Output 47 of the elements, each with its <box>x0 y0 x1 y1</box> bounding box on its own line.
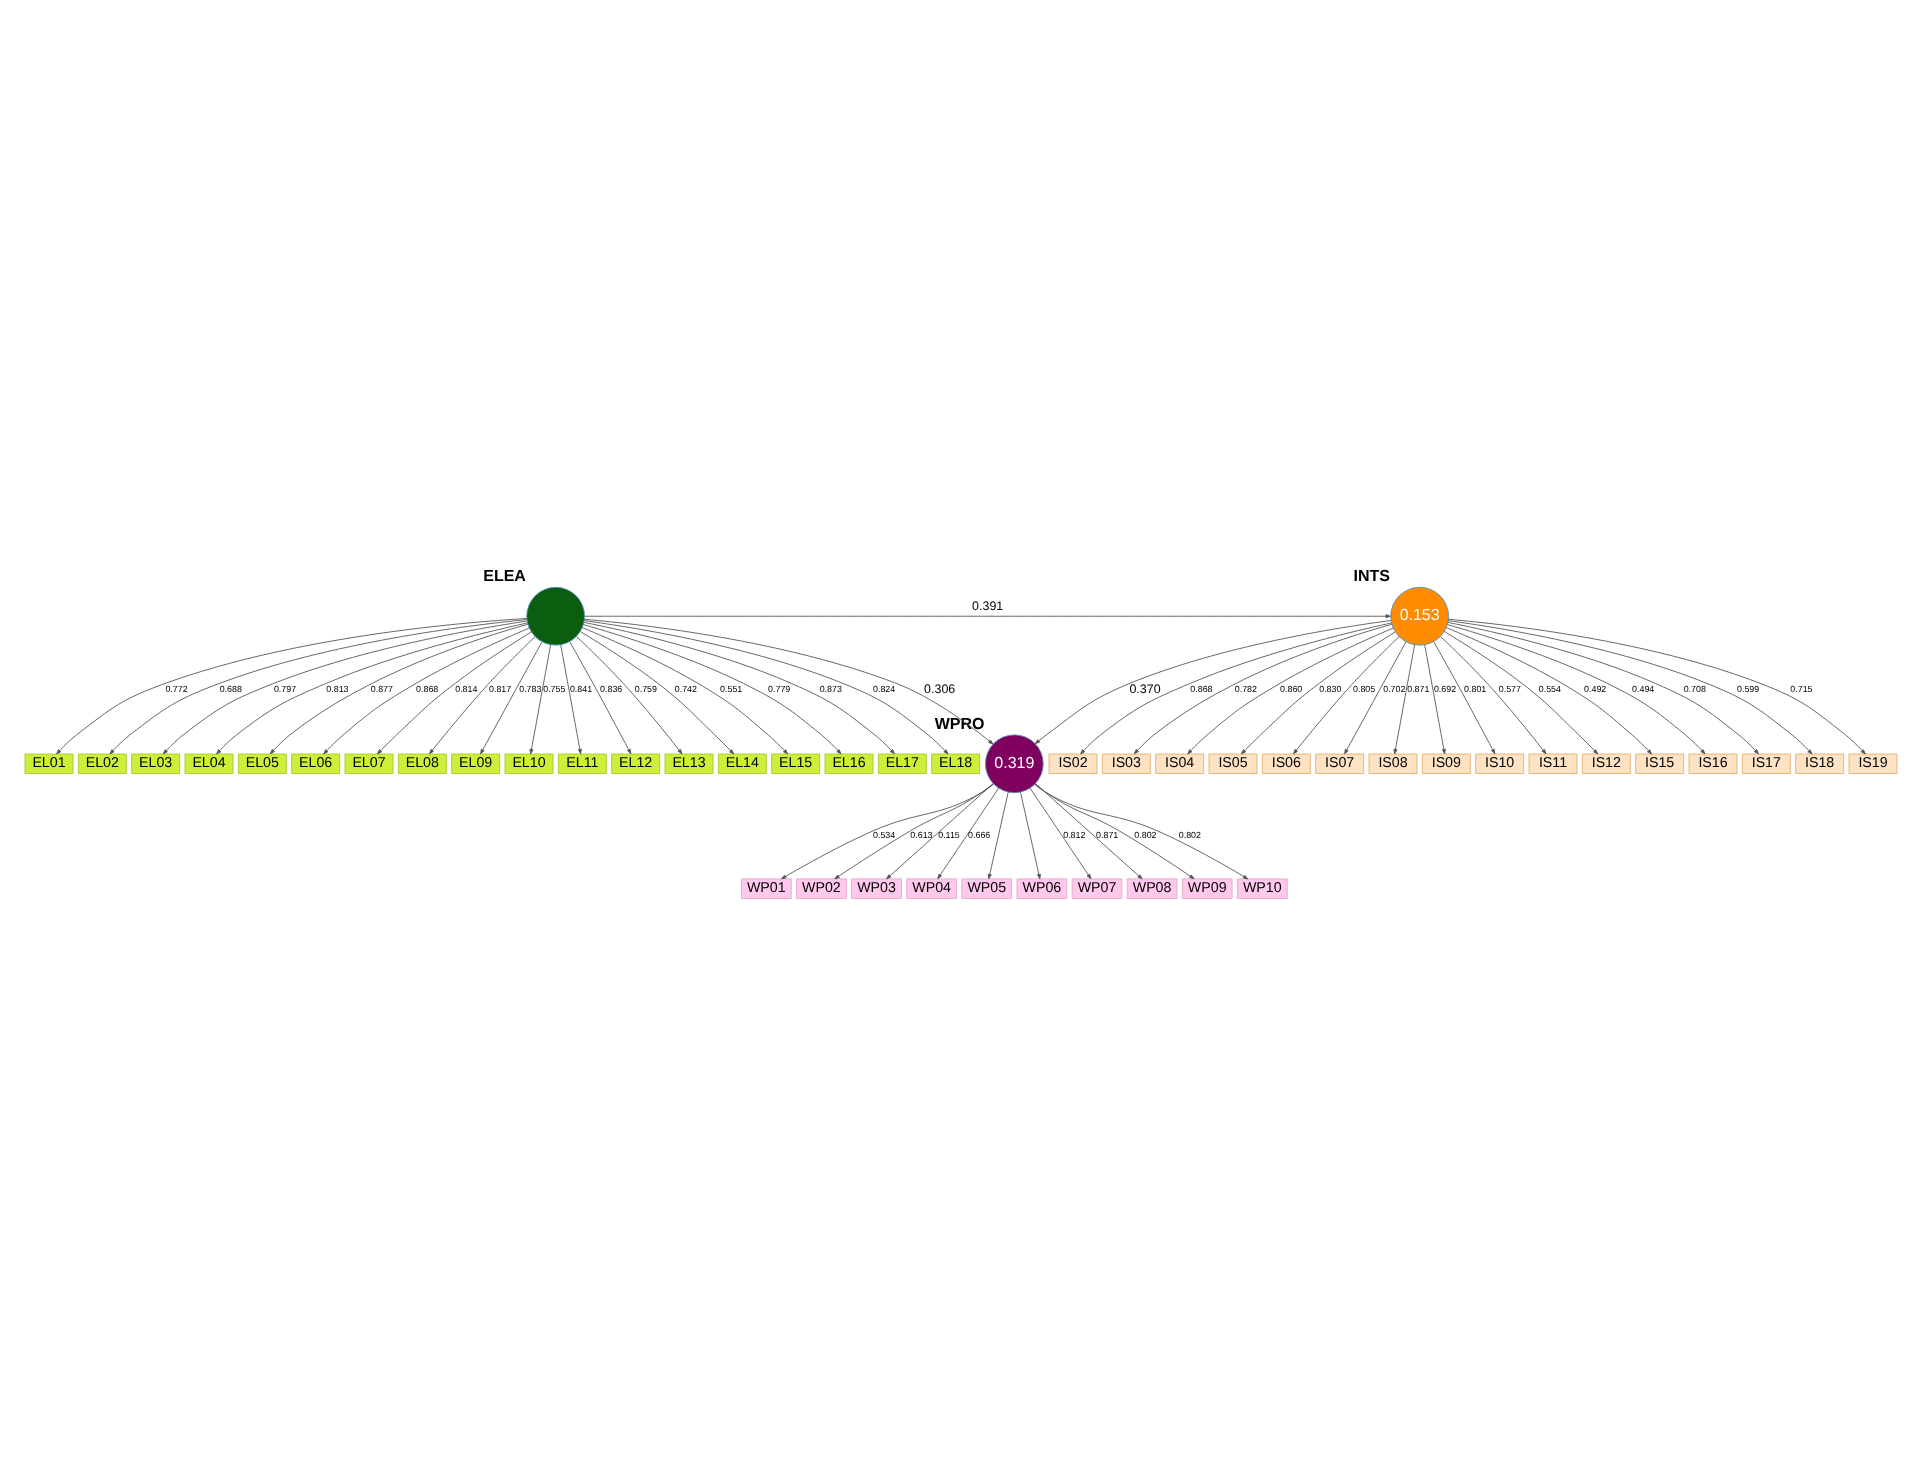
arrow <box>937 786 1000 879</box>
arrow <box>1187 626 1394 754</box>
arrow <box>583 623 842 754</box>
arrow <box>1433 640 1496 754</box>
arrow <box>1034 619 1392 744</box>
node-label: ELEA <box>483 566 526 585</box>
arrow <box>583 621 895 754</box>
arrow <box>377 630 532 754</box>
arrow <box>1241 630 1396 754</box>
arrow <box>1393 643 1416 754</box>
arrow <box>216 621 528 754</box>
arrow <box>584 613 1391 618</box>
arrow <box>269 622 529 754</box>
arrow <box>583 617 994 744</box>
arrow <box>1344 640 1407 754</box>
arrow <box>1445 626 1652 754</box>
arrow <box>581 626 788 754</box>
arrow <box>1035 782 1143 879</box>
arrow <box>1424 643 1446 754</box>
node-label: WPRO <box>934 714 985 733</box>
arrow <box>1029 786 1092 879</box>
arrow <box>781 782 995 879</box>
arrow <box>1080 621 1392 754</box>
node-circle <box>526 585 585 645</box>
arrow <box>1034 782 1195 879</box>
arrow <box>834 782 994 879</box>
arrow <box>1447 623 1706 754</box>
arrow <box>1133 622 1393 754</box>
arrow <box>576 635 683 754</box>
arrow <box>1443 630 1599 754</box>
node-label: INTS <box>1353 566 1390 585</box>
arrow <box>529 643 552 754</box>
arrow <box>987 790 1009 879</box>
arrow <box>429 635 536 754</box>
arrow <box>1034 783 1249 879</box>
arrow <box>569 640 632 754</box>
arrow <box>480 640 543 754</box>
arrow <box>560 643 582 754</box>
arrow <box>1020 790 1041 879</box>
arrow <box>583 619 949 754</box>
arrow <box>1293 635 1400 754</box>
arrow <box>323 626 530 754</box>
arrow <box>1440 635 1547 754</box>
arrow <box>886 782 994 879</box>
arrow <box>1447 621 1759 754</box>
arrow <box>579 630 735 754</box>
node-circle: 0.153 <box>1390 585 1449 645</box>
